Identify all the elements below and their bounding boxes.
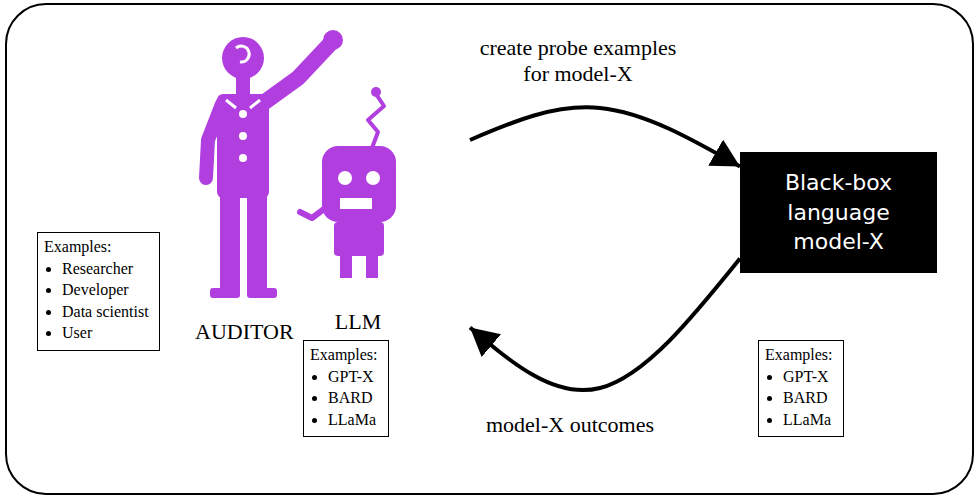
auditor-collar — [250, 100, 260, 108]
list-item: BARD — [783, 387, 833, 409]
figure-label: LLM — [305, 309, 411, 335]
auditor-raised-arm — [262, 44, 330, 104]
llm-robot — [300, 87, 396, 278]
robot-leg — [340, 256, 352, 278]
list-item: GPT-X — [783, 366, 833, 388]
list-item: LLaMa — [783, 409, 833, 431]
auditor-foot — [247, 288, 277, 298]
outer-frame — [6, 4, 973, 494]
auditor-leg — [220, 194, 240, 294]
auditor-foot — [210, 288, 240, 298]
robot-body — [334, 222, 384, 256]
bullet-list: ResearcherDeveloperData scientistUser — [44, 258, 149, 344]
list-item: Researcher — [62, 258, 149, 280]
figure-label: AUDITOR — [195, 319, 291, 345]
list-item: Data scientist — [62, 301, 149, 323]
list-item: User — [62, 322, 149, 344]
auditor-hand — [323, 30, 343, 50]
arrow-label: create probe examples for model-X — [468, 35, 688, 88]
bullet-list: GPT-XBARDLLaMa — [310, 366, 378, 431]
auditor-figure-node: AUDITOR — [195, 30, 291, 345]
auditor-button — [239, 154, 247, 162]
llm-figure-node: LLM — [305, 85, 470, 335]
curved-arrow — [470, 258, 740, 390]
robot-mouth — [340, 198, 372, 209]
auditor-head — [222, 37, 264, 79]
robot-antenna-tip — [371, 87, 381, 97]
list-item: LLaMa — [328, 409, 378, 431]
auditor-face — [236, 46, 249, 62]
robot-eye — [366, 171, 380, 185]
auditor-button — [239, 132, 247, 140]
robot-head — [322, 146, 396, 222]
auditor-leg — [247, 194, 267, 294]
examples-box: Examples:GPT-XBARDLLaMa — [758, 340, 844, 437]
curved-arrow — [470, 107, 740, 166]
examples-box: Examples:GPT-XBARDLLaMa — [303, 340, 389, 437]
arrow-label: model-X outcomes — [440, 412, 700, 438]
box-label: Black-box language model-X — [748, 168, 929, 257]
black-box-model: Black-box language model-X — [740, 152, 937, 273]
list-heading: Examples: — [310, 344, 378, 366]
robot-antenna — [368, 94, 384, 148]
list-heading: Examples: — [765, 344, 833, 366]
auditor-collar — [226, 100, 236, 108]
bullet-list: GPT-XBARDLLaMa — [765, 366, 833, 431]
robot-arm — [300, 206, 328, 218]
list-item: GPT-X — [328, 366, 378, 388]
examples-box: Examples:ResearcherDeveloperData scienti… — [37, 232, 160, 351]
list-heading: Examples: — [44, 236, 149, 258]
list-item: BARD — [328, 387, 378, 409]
auditor-arm — [206, 104, 222, 178]
robot-eye — [338, 171, 352, 185]
robot-leg — [366, 256, 378, 278]
list-item: Developer — [62, 279, 149, 301]
auditor-button — [239, 110, 247, 118]
